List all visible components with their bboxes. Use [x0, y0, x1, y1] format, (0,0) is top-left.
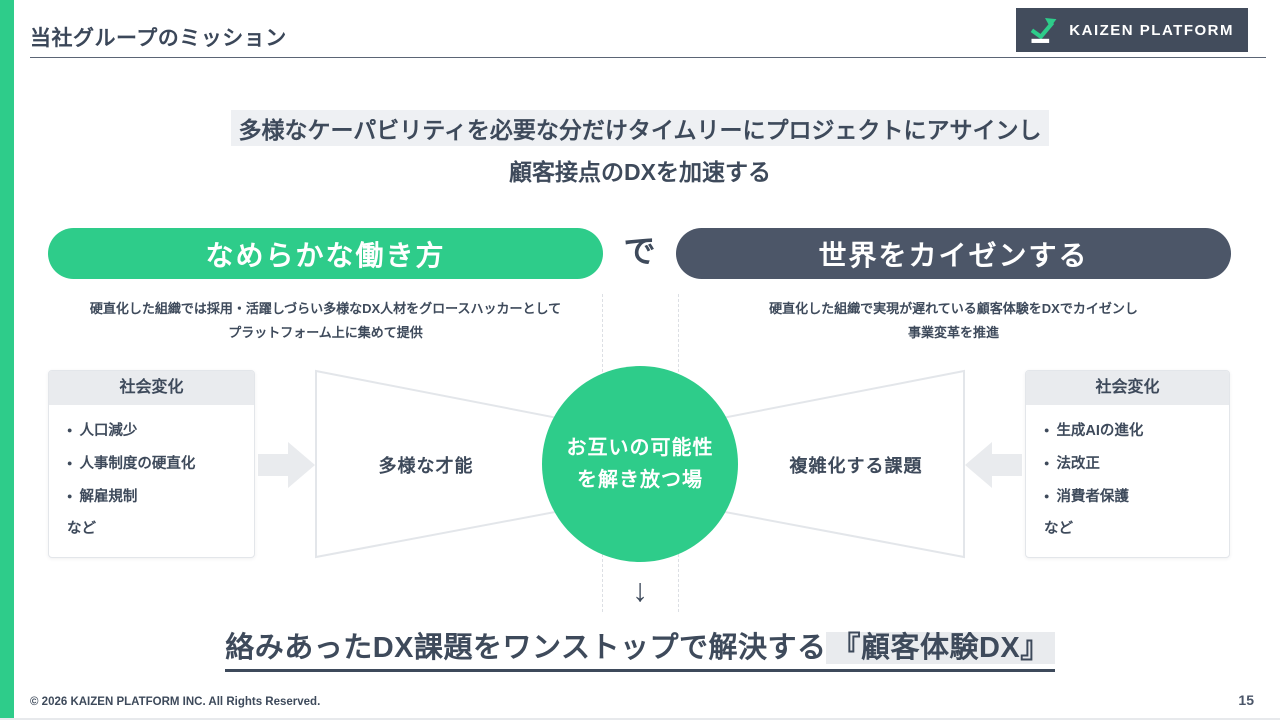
list-item: 解雇規制	[67, 485, 254, 508]
logo-text: KAIZEN PLATFORM	[1069, 21, 1234, 39]
subtitle-line1: 多様なケーパビリティを必要な分だけタイムリーにプロジェクトにアサインし	[230, 110, 1050, 146]
left-desc-line1: 硬直化した組織では採用・活躍しづらい多様なDX人材をグロースハッカーとして	[89, 301, 562, 316]
list-item: 人口減少	[67, 419, 254, 442]
list-item: 消費者保護	[1044, 485, 1229, 508]
conclusion-row: 絡みあったDX課題をワンストップで解決する『顧客体験DX』	[0, 624, 1280, 672]
left-card-etc: など	[67, 521, 96, 537]
list-item: 法改正	[1044, 452, 1229, 475]
left-mission-pill: なめらかな働き方	[48, 228, 603, 279]
page-title: 当社グループのミッション	[30, 27, 287, 50]
mission-subtitle: 多様なケーパビリティを必要な分だけタイムリーにプロジェクトにアサインし 顧客接点…	[0, 110, 1280, 187]
copyright-text: © 2026 KAIZEN PLATFORM INC. All Rights R…	[30, 696, 321, 708]
kaizen-logo-check-arrow-icon	[1030, 17, 1057, 43]
right-mission-pill: 世界をカイゼンする	[676, 228, 1231, 279]
center-circle-text: お互いの可能性 を解き放つ場	[540, 432, 740, 496]
right-card-header: 社会変化	[1026, 371, 1229, 405]
left-accent-bar	[0, 0, 14, 718]
left-pill-description: 硬直化した組織では採用・活躍しづらい多様なDX人材をグロースハッカーとして プラ…	[48, 297, 603, 345]
right-desc-line2: 事業変革を推進	[907, 325, 999, 341]
right-card-etc: など	[1044, 521, 1073, 537]
circle-line1: お互いの可能性	[566, 437, 714, 459]
right-social-change-card: 社会変化 生成AIの進化 法改正 消費者保護 など	[1025, 370, 1230, 558]
list-item: 生成AIの進化	[1044, 419, 1229, 442]
right-desc-line1: 硬直化した組織で実現が遅れている顧客体験をDXでカイゼンし	[769, 301, 1138, 316]
circle-line2: を解き放つ場	[577, 469, 703, 491]
right-pill-description: 硬直化した組織で実現が遅れている顧客体験をDXでカイゼンし 事業変革を推進	[676, 297, 1231, 345]
down-arrow-icon: ↓	[632, 572, 648, 608]
page-number: 15	[1238, 692, 1254, 708]
conclusion-prefix: 絡みあったDX課題をワンストップで解決する	[225, 632, 827, 664]
conclusion-highlight: 『顧客体験DX』	[826, 632, 1055, 664]
right-funnel-label: 複雑化する課題	[789, 456, 923, 476]
right-pointing-block-arrow-icon	[258, 442, 315, 488]
conclusion-text: 絡みあったDX課題をワンストップで解決する『顧客体験DX』	[225, 624, 1055, 672]
left-card-header: 社会変化	[49, 371, 254, 405]
left-funnel-label: 多様な才能	[378, 456, 474, 476]
left-desc-line2: プラットフォーム上に集めて提供	[228, 325, 423, 341]
left-card-body: 人口減少 人事制度の硬直化 解雇規制 など	[49, 405, 254, 540]
left-social-change-card: 社会変化 人口減少 人事制度の硬直化 解雇規制 など	[48, 370, 255, 558]
list-item: 人事制度の硬直化	[67, 452, 254, 475]
kaizen-platform-logo: KAIZEN PLATFORM	[1016, 8, 1248, 52]
subtitle-line2: 顧客接点のDXを加速する	[509, 159, 771, 185]
pill-connector-text: で	[623, 233, 656, 269]
header-divider	[30, 57, 1266, 58]
right-card-body: 生成AIの進化 法改正 消費者保護 など	[1026, 405, 1229, 540]
left-pointing-block-arrow-icon	[965, 442, 1022, 488]
